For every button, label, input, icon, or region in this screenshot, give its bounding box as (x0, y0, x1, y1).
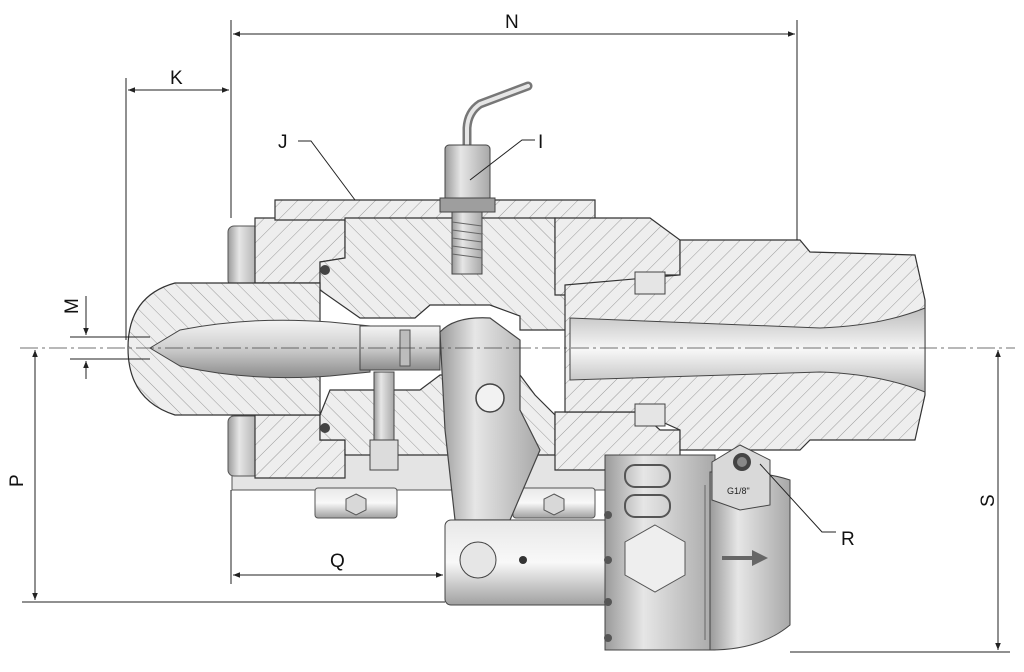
outlet-bore (569, 307, 926, 393)
label-j: J (278, 132, 288, 153)
label-n: N (505, 12, 519, 33)
label-r: R (841, 529, 855, 550)
lever-pivot (475, 383, 505, 413)
dimension-lines (22, 20, 1010, 653)
top-plate (274, 199, 596, 221)
port-thread-marking: G1/8" (727, 486, 750, 496)
cylinder-hex (624, 524, 686, 593)
label-m: M (62, 298, 83, 314)
actuator-lever (439, 317, 541, 521)
center-block-section (319, 217, 576, 331)
o-ring-top (320, 265, 330, 275)
label-k: K (170, 68, 183, 89)
label-p: P (7, 474, 28, 487)
leader-i (469, 139, 535, 181)
port-fitting-hex (711, 444, 771, 511)
valve-body (127, 199, 926, 519)
dimension-labels: N K J I M P Q R S (7, 12, 999, 572)
leader-j (298, 140, 356, 201)
sensor-thread (451, 211, 483, 275)
sensor-head (444, 144, 491, 204)
label-q: Q (330, 551, 345, 572)
label-s: S (978, 494, 999, 507)
pneumatic-cylinder: G1/8" (444, 444, 791, 651)
cylinder-cap (459, 541, 497, 579)
label-i: I (538, 132, 543, 153)
thermocouple-sensor (439, 81, 533, 275)
leader-r (759, 463, 836, 533)
o-ring-bottom (320, 423, 330, 433)
flow-direction-arrow (752, 550, 768, 566)
